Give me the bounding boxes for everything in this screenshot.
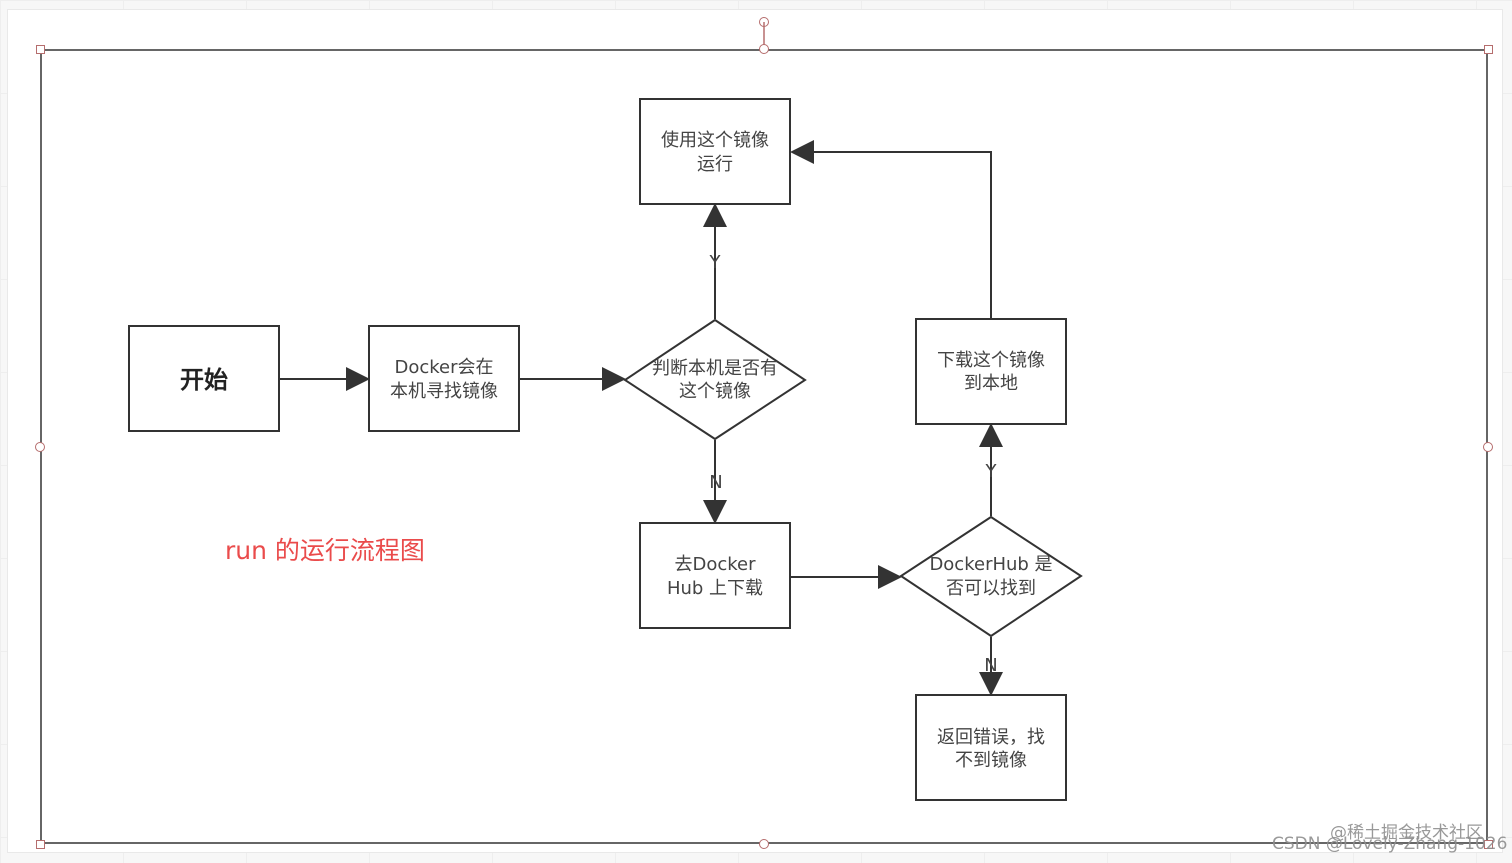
top-right-resize-handle[interactable] bbox=[1484, 45, 1493, 54]
check-local-image-label-line-1: 判断本机是否有 bbox=[652, 358, 778, 379]
error-node[interactable] bbox=[915, 694, 1067, 801]
download-to-local-label-line-2: 到本地 bbox=[964, 373, 1018, 394]
check-dockerhub-label-line-1: DockerHub 是 bbox=[929, 554, 1052, 575]
right-middle-resize-handle[interactable] bbox=[1483, 442, 1493, 452]
error-label-line-2: 不到镜像 bbox=[955, 750, 1027, 771]
search-local-image-node[interactable] bbox=[368, 325, 520, 432]
bottom-right-resize-handle[interactable] bbox=[1484, 840, 1493, 849]
run-image-label-line-2: 运行 bbox=[697, 154, 733, 175]
check-local-no-label: N bbox=[709, 472, 722, 493]
bottom-left-resize-handle[interactable] bbox=[36, 840, 45, 849]
start-node-label: 开始 bbox=[180, 366, 228, 394]
bottom-middle-resize-handle[interactable] bbox=[759, 839, 769, 849]
check-hub-yes-label: Y bbox=[985, 461, 998, 482]
check-local-image-decision[interactable] bbox=[623, 318, 807, 441]
search-local-image-label-line-1: Docker会在 bbox=[394, 357, 493, 378]
download-local-to-run-edge bbox=[790, 140, 992, 319]
run-image-label-line-1: 使用这个镜像 bbox=[661, 130, 769, 151]
watermark-line-1: @稀土掘金技术社区 bbox=[1330, 823, 1483, 843]
download-to-local-label-line-1: 下载这个镜像 bbox=[937, 350, 1045, 371]
check-hub-no-label: N bbox=[984, 655, 997, 676]
check-local-image-label-line-2: 这个镜像 bbox=[679, 381, 751, 402]
start-node[interactable] bbox=[128, 325, 280, 432]
download-from-dockerhub-label-line-2: Hub 上下载 bbox=[667, 578, 763, 599]
error-label-line-1: 返回错误，找 bbox=[937, 727, 1045, 748]
check-dockerhub-label-line-2: 否可以找到 bbox=[946, 578, 1036, 599]
flowchart-caption: run 的运行流程图 bbox=[225, 536, 425, 565]
check-dockerhub-decision[interactable] bbox=[899, 515, 1083, 638]
run-image-node[interactable] bbox=[639, 98, 791, 205]
download-from-dockerhub-node[interactable] bbox=[639, 522, 791, 629]
watermark-line-2: CSDN @Lovely-Zhang-1026 bbox=[1272, 834, 1508, 854]
top-left-resize-handle[interactable] bbox=[36, 45, 45, 54]
download-from-dockerhub-label-line-1: 去Docker bbox=[674, 554, 756, 575]
left-middle-resize-handle[interactable] bbox=[35, 442, 45, 452]
download-to-local-node[interactable] bbox=[915, 318, 1067, 425]
check-local-yes-label: Y bbox=[709, 252, 722, 273]
search-local-image-label-line-2: 本机寻找镜像 bbox=[390, 381, 498, 402]
